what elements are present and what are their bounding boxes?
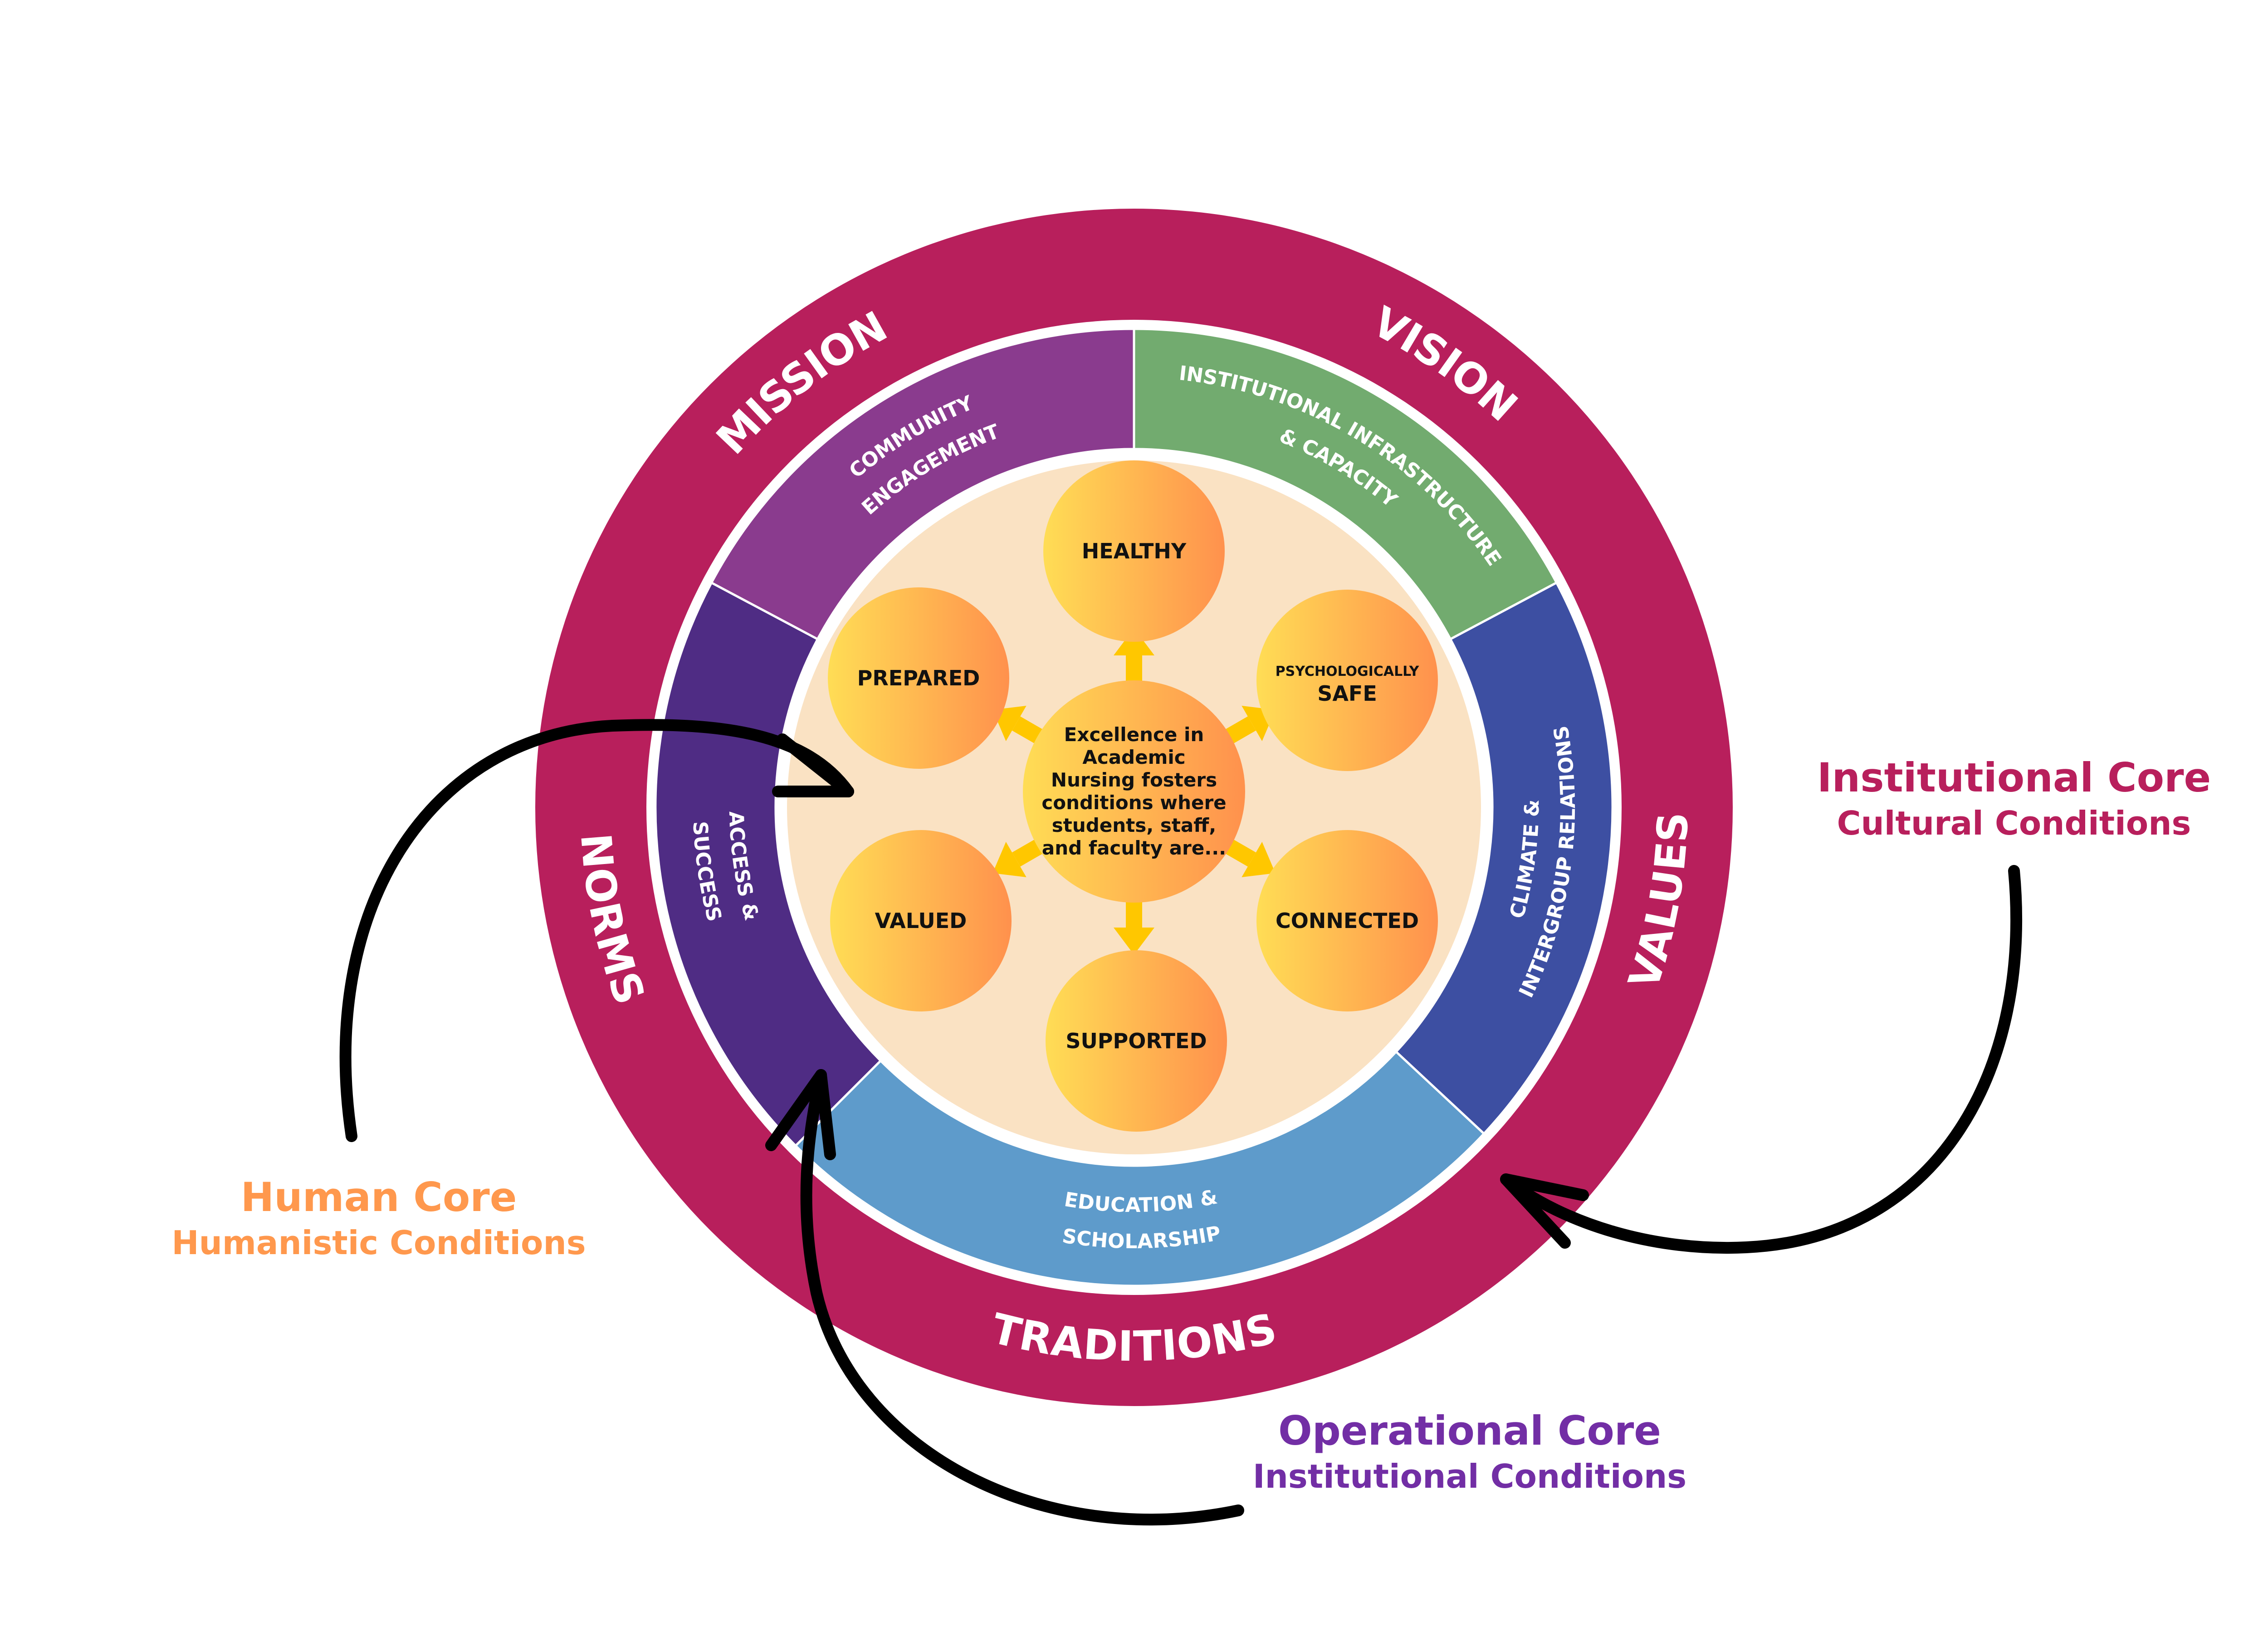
- condition-bubbles: HEALTHY PSYCHOLOGICALLY SAFE CONNECTED SUPPO…: [828, 460, 1438, 1132]
- condition-prepared: PREPARED: [828, 587, 1009, 769]
- condition-bubble: [830, 830, 1012, 1011]
- condition-bubble: [828, 587, 1009, 769]
- operational-core-subtitle: Institutional Conditions: [1253, 1457, 1686, 1495]
- condition-label: PREPARED: [857, 666, 980, 690]
- condition-bubble: [1256, 830, 1438, 1011]
- operational-core-title: Operational Core: [1278, 1407, 1661, 1454]
- condition-bubble: [1256, 590, 1438, 771]
- condition-label: HEALTHY: [1082, 539, 1187, 563]
- institutional-core-arrow: [1500, 865, 2023, 1254]
- pointer-arrows: [339, 719, 2023, 1526]
- human-core-subtitle: Humanistic Conditions: [171, 1224, 586, 1262]
- human-core-arrowhead: [772, 733, 854, 797]
- condition-supported: SUPPORTED: [1046, 950, 1227, 1132]
- condition-healthy: HEALTHY: [1043, 460, 1225, 642]
- condition-valued: VALUED: [830, 830, 1012, 1011]
- condition-label: SAFE: [1317, 681, 1377, 706]
- human-core-title: Human Core: [241, 1174, 517, 1221]
- condition-label: SUPPORTED: [1066, 1029, 1207, 1053]
- institutional-core-title: Institutional Core: [1817, 754, 2211, 801]
- condition-bubble: [1043, 460, 1225, 642]
- core-captions: Human Core Humanistic Conditions Operati…: [171, 754, 2211, 1495]
- condition-bubble: [1046, 950, 1227, 1132]
- operational-core-arrowhead: [765, 1069, 836, 1160]
- condition-label: VALUED: [875, 909, 967, 933]
- condition-psychologically-safe: PSYCHOLOGICALLY SAFE: [1256, 590, 1438, 771]
- condition-connected: CONNECTED: [1256, 830, 1438, 1011]
- operational-core-arrow: [800, 1069, 1244, 1526]
- condition-label: PSYCHOLOGICALLY: [1276, 664, 1420, 679]
- institutional-core-subtitle: Cultural Conditions: [1837, 804, 2191, 842]
- institutional-core-arrowhead: [1500, 1173, 1589, 1249]
- center-bubble-circle: [1023, 680, 1245, 903]
- condition-label: CONNECTED: [1276, 909, 1419, 933]
